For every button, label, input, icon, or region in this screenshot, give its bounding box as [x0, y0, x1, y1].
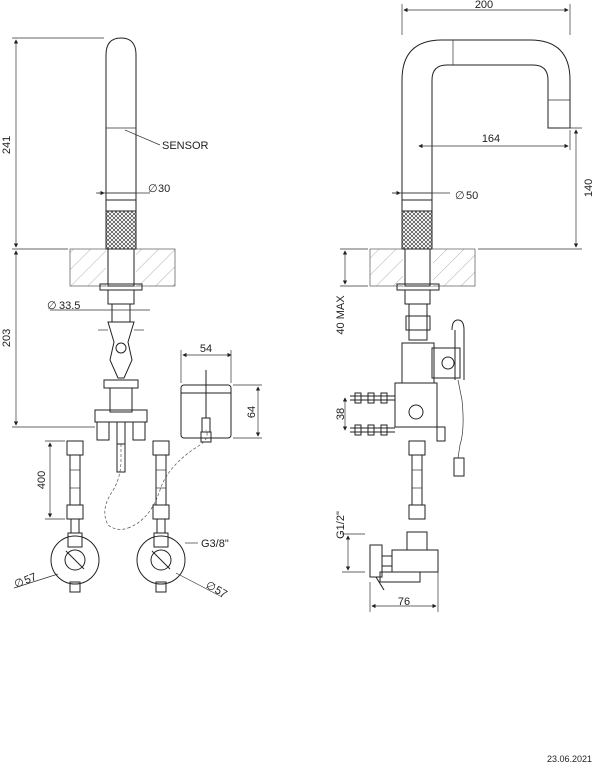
label-sensor: SENSOR: [162, 140, 209, 152]
angle-valve-left-2: [136, 532, 186, 593]
label-57-left: 57: [23, 571, 39, 587]
left-view: [12, 37, 262, 598]
label-g12: G1/2": [335, 511, 347, 539]
label-30: 30: [158, 183, 170, 195]
label-203: 203: [1, 329, 13, 347]
right-view: [340, 4, 582, 612]
label-54: 54: [200, 343, 212, 355]
hose-left-1: [66, 440, 84, 534]
knurled-grip-left: [105, 210, 137, 250]
label-140: 140: [583, 179, 595, 197]
angle-valve-left-1: [50, 532, 100, 593]
label-400: 400: [36, 471, 48, 489]
spout-right: [401, 39, 571, 201]
diameter-symbol-30: ∅: [148, 183, 158, 195]
diameter-symbol-50: ∅: [455, 190, 465, 202]
spout-left: [105, 37, 137, 201]
label-50: 50: [466, 190, 478, 202]
hose-left-2: [152, 440, 170, 534]
angle-valve-right: [369, 531, 439, 591]
control-box: [180, 370, 232, 443]
label-241: 241: [1, 136, 13, 154]
label-g38: G3/8": [201, 538, 229, 550]
label-33-5: 33.5: [59, 300, 80, 312]
label-200: 200: [475, 0, 493, 11]
label-64: 64: [246, 406, 258, 418]
inlet-pipes: [350, 392, 395, 436]
diameter-symbol-33-5: ∅: [47, 300, 57, 312]
drawing-date: 23.06.2021: [546, 754, 592, 764]
diameter-symbol-57-left: ∅: [13, 576, 26, 591]
label-57-right: 57: [213, 584, 230, 601]
label-40-max: 40 MAX: [335, 295, 347, 335]
knurled-grip-right: [401, 210, 433, 250]
label-164: 164: [482, 133, 500, 145]
label-38: 38: [335, 408, 347, 420]
label-76: 76: [398, 596, 410, 608]
